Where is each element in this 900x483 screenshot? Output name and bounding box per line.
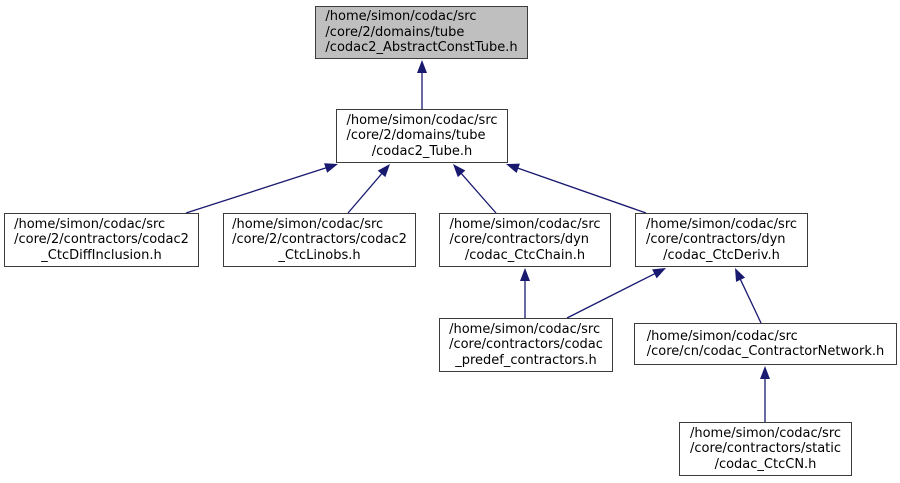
graph-node-label: /home/simon/codac/src/core/2/domains/tub… — [325, 9, 517, 56]
graph-node-label-line: /home/simon/codac/src — [689, 425, 842, 441]
graph-node-label-line: /core/contractors/codac — [449, 337, 603, 353]
graph-node-codac-ctccn-h[interactable]: /home/simon/codac/src/core/contractors/s… — [679, 422, 852, 476]
graph-node-codac2-ctclinobs-h[interactable]: /home/simon/codac/src/core/2/contractors… — [223, 213, 416, 267]
graph-node-label-line: /codac_CtcDeriv.h — [663, 247, 780, 263]
graph-edge-line — [185, 166, 330, 214]
graph-edge-arrowhead — [417, 60, 427, 73]
graph-node-label-line: _predef_contractors.h — [455, 352, 597, 368]
graph-node-label-line: /codac_CtcChain.h — [464, 247, 586, 263]
graph-edge-codac-ctcchain-h--to--codac2-tube-h — [453, 164, 497, 214]
graph-node-label-line: /core/contractors/dyn — [449, 232, 590, 248]
graph-node-label-line: /core/cn/codac_ContractorNetwork.h — [646, 344, 885, 359]
graph-node-label-line: /core/2/contractors/codac2 — [14, 232, 189, 248]
graph-node-label-line: /home/simon/codac/src — [325, 9, 477, 25]
graph-node-label-line: /home/simon/codac/src — [449, 216, 601, 232]
graph-node-label-line: /home/simon/codac/src — [645, 216, 798, 232]
graph-edge-arrowhead — [652, 268, 666, 279]
graph-node-codac2-tube-h[interactable]: /home/simon/codac/src/core/2/domains/tub… — [336, 109, 508, 163]
graph-node-label-line: _CtcLinobs.h — [278, 247, 361, 263]
graph-edge-codac-ctccn-h--to--codac-contractornetwork-h — [760, 366, 770, 422]
graph-node-label-line: _CtcDiffInclusion.h — [41, 247, 162, 263]
graph-node-label-line: /core/2/domains/tube — [346, 128, 486, 144]
graph-edge-arrowhead — [506, 163, 520, 174]
graph-edge-arrowhead — [520, 268, 530, 281]
graph-node-label-line: /codac_CtcCN.h — [714, 456, 817, 472]
graph-node-label-line: /core/contractors/dyn — [645, 232, 786, 248]
graph-node-label: /home/simon/codac/src/core/2/contractors… — [232, 217, 407, 264]
graph-node-label: /home/simon/codac/src/core/2/domains/tub… — [346, 113, 497, 160]
graph-node-codac2-ctcdiffinclusion-h[interactable]: /home/simon/codac/src/core/2/contractors… — [4, 213, 199, 267]
graph-edge-arrowhead — [453, 164, 466, 178]
graph-node-label-line: /home/simon/codac/src — [646, 328, 798, 344]
graph-edge-arrowhead — [760, 366, 770, 379]
graph-node-label: /home/simon/codac/src/core/2/contractors… — [14, 217, 189, 264]
graph-node-label: /home/simon/codac/src/core/contractors/c… — [449, 322, 603, 369]
graph-edge-line — [566, 271, 658, 319]
graph-node-label: /home/simon/codac/src/core/contractors/d… — [646, 217, 797, 264]
graph-edge-arrowhead — [377, 164, 390, 178]
graph-node-codac-ctcderiv-h[interactable]: /home/simon/codac/src/core/contractors/d… — [635, 213, 808, 267]
graph-node-label-line: /core/2/contractors/codac2 — [232, 232, 407, 248]
graph-edge-codac-predef-contractors-h--to--codac-ctcderiv-h — [566, 268, 666, 319]
graph-edge-codac2-tube-h--to--codac2-abstractconsttube-h — [417, 60, 427, 109]
graph-edge-arrowhead — [735, 268, 746, 282]
graph-edge-line — [738, 276, 762, 324]
graph-edge-codac2-ctclinobs-h--to--codac2-tube-h — [347, 164, 390, 214]
graph-node-label: /home/simon/codac/src/core/contractors/s… — [690, 426, 841, 473]
graph-edge-line — [458, 170, 497, 214]
graph-node-codac-predef-contractors-h[interactable]: /home/simon/codac/src/core/contractors/c… — [439, 318, 613, 372]
graph-node-label-line: /home/simon/codac/src — [14, 216, 166, 232]
graph-node-label-line: /home/simon/codac/src — [346, 112, 498, 128]
graph-edge-arrowhead — [324, 163, 338, 173]
graph-edge-line — [347, 170, 385, 214]
graph-node-label-line: /home/simon/codac/src — [449, 321, 601, 337]
graph-edge-line — [514, 166, 647, 214]
graph-node-label-line: /core/2/domains/tube — [325, 24, 465, 40]
graph-node-label-line: /core/contractors/static — [689, 441, 842, 457]
graph-node-codac-contractornetwork-h[interactable]: /home/simon/codac/src/core/cn/codac_Cont… — [634, 323, 897, 365]
graph-edge-codac-contractornetwork-h--to--codac-ctcderiv-h — [735, 268, 762, 324]
graph-node-label-line: /codac2_Tube.h — [371, 143, 473, 159]
graph-node-label-line: /codac2_AbstractConstTube.h — [325, 40, 518, 56]
graph-edge-codac-predef-contractors-h--to--codac-ctcchain-h — [520, 268, 530, 318]
graph-node-label: /home/simon/codac/src/core/contractors/d… — [449, 217, 600, 264]
graph-node-label-line: /home/simon/codac/src — [232, 216, 384, 232]
graph-edge-codac2-ctcdiffinclusion-h--to--codac2-tube-h — [185, 163, 338, 214]
graph-node-codac2-abstractconsttube-h: /home/simon/codac/src/core/2/domains/tub… — [315, 6, 528, 59]
graph-node-label: /home/simon/codac/src/core/cn/codac_Cont… — [647, 329, 885, 360]
graph-node-codac-ctcchain-h[interactable]: /home/simon/codac/src/core/contractors/d… — [439, 213, 611, 267]
graph-edge-codac-ctcderiv-h--to--codac2-tube-h — [506, 163, 647, 214]
